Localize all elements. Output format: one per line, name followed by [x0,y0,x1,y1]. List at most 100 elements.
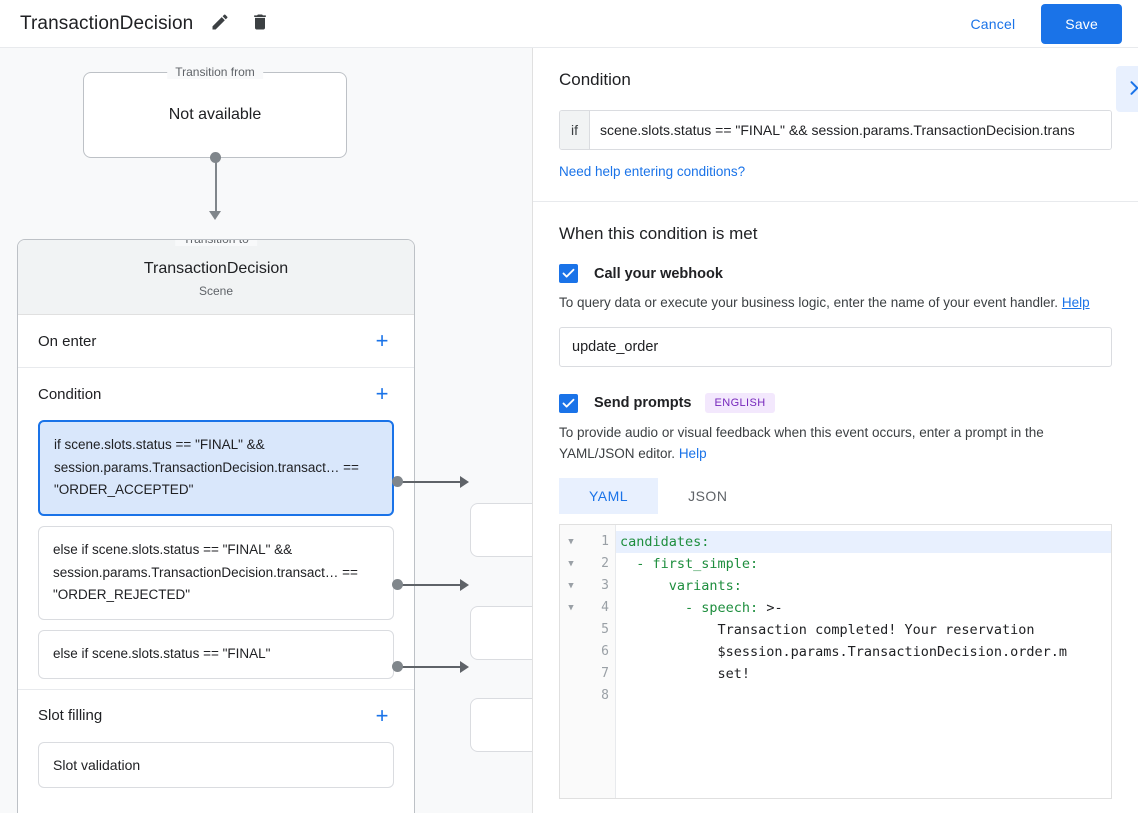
fold-toggle[interactable] [560,619,582,641]
scene-header: TransactionDecision Scene [18,240,414,315]
send-prompts-checkbox[interactable] [559,393,578,413]
section-on-enter: On enter + [18,315,414,368]
pencil-icon [210,12,230,35]
section-title-on-enter: On enter [38,332,97,350]
trash-icon [250,12,270,35]
edge-arrow-condition-2-icon [460,661,469,673]
edge-arrow-condition-1-icon [460,579,469,591]
top-app-bar: TransactionDecision Cancel Save [0,0,1138,48]
if-label: if [560,111,590,149]
add-on-enter-button[interactable]: + [370,329,394,353]
line-number: 2 [601,555,609,571]
code-line[interactable]: set! [620,665,751,682]
fold-toggle[interactable]: ▼ [568,536,574,547]
cancel-button[interactable]: Cancel [959,8,1028,40]
connector-arrow-down-icon [209,211,221,220]
code-line[interactable]: Transaction completed! Your reservation [620,621,1035,638]
tab-json[interactable]: JSON [658,478,757,514]
tab-yaml[interactable]: YAML [559,477,659,514]
delete-button[interactable] [247,11,273,37]
condition-expression-row[interactable]: if [559,110,1112,150]
webhook-handler-input[interactable] [559,327,1112,368]
code-line[interactable]: candidates: [616,530,1111,553]
prompts-help-link[interactable]: Help [678,445,707,461]
editor-format-tabs: YAML JSON [559,477,1112,514]
when-condition-met-block: When this condition is met Call your web… [533,202,1138,813]
scene-name: TransactionDecision [143,260,289,277]
target-card-placeholder[interactable] [470,503,532,557]
section-title-condition: Condition [38,385,102,403]
scene-type-label: Scene [198,284,234,298]
chevron-right-icon [1124,78,1138,101]
transition-to-legend: Transition to [175,240,257,246]
slot-validation-item[interactable]: Slot validation [38,741,394,788]
transition-from-legend: Transition from [167,65,263,79]
code-line[interactable] [616,685,1111,707]
line-number: 1 [601,533,609,549]
fold-toggle[interactable]: ▼ [568,558,574,569]
editor-fold-gutter[interactable]: ▼ ▼ ▼ ▼ [560,524,582,798]
transition-from-card[interactable]: Transition from Not available [83,65,347,158]
webhook-help-sentence: To query data or execute your business l… [559,295,1059,310]
page-title: TransactionDecision [20,12,194,34]
call-webhook-row[interactable]: Call your webhook [559,264,1112,283]
prompts-help-sentence: To provide audio or visual feedback when… [559,425,1044,461]
code-line[interactable]: - speech: >- [620,599,783,616]
code-line[interactable]: - first_simple: [620,555,759,572]
fold-toggle[interactable] [560,685,582,707]
target-card-placeholder[interactable] [470,606,532,660]
line-number: 3 [601,577,609,593]
edge-dot-condition-0 [392,476,403,487]
edge-line-condition-0 [398,481,466,483]
code-line[interactable]: $session.params.TransactionDecision.orde… [620,643,1068,660]
section-title-slot-filling: Slot filling [38,707,103,725]
section-slot-filling: Slot filling + Slot validation [18,690,414,788]
edge-dot-condition-2 [392,661,403,672]
condition-block: Condition if Need help entering conditio… [533,48,1138,202]
save-button[interactable]: Save [1041,3,1122,44]
webhook-help-text: To query data or execute your business l… [559,293,1112,313]
condition-help-link[interactable]: Need help entering conditions? [559,164,746,179]
condition-list-item-0[interactable]: if scene.slots.status == "FINAL" && sess… [38,420,394,517]
condition-list-item-1[interactable]: else if scene.slots.status == "FINAL" &&… [38,526,394,621]
fold-toggle[interactable] [560,663,582,685]
line-number: 6 [601,643,609,659]
line-number: 4 [601,599,609,615]
prompts-help-text: To provide audio or visual feedback when… [559,423,1112,464]
fold-toggle[interactable] [560,641,582,663]
connector-dot-source [210,152,221,163]
connector-line-vertical [215,158,217,213]
edge-line-condition-1 [398,584,466,586]
when-condition-met-heading: When this condition is met [559,224,758,243]
transition-to-card[interactable]: Transition to TransactionDecision Scene … [17,239,415,813]
send-prompts-row[interactable]: Send prompts ENGLISH [559,393,1112,414]
edge-arrow-condition-0-icon [460,476,469,488]
top-bar-actions: Cancel Save [959,3,1122,44]
transition-from-value: Not available [168,106,262,123]
call-webhook-label: Call your webhook [594,265,723,282]
condition-heading: Condition [559,70,631,89]
scene-graph-canvas[interactable]: Transition from Not available Transition… [0,48,532,813]
section-condition: Condition + if scene.slots.status == "FI… [18,368,414,690]
line-number: 5 [601,621,609,637]
language-badge: ENGLISH [705,393,775,414]
edit-name-button[interactable] [207,11,233,37]
fold-toggle[interactable]: ▼ [568,602,574,613]
target-card-placeholder[interactable] [470,698,532,752]
add-condition-button[interactable]: + [370,382,394,406]
condition-list-item-2[interactable]: else if scene.slots.status == "FINAL" [38,630,394,679]
call-webhook-checkbox[interactable] [559,264,578,283]
editor-code-area[interactable]: candidates: - first_simple: variants: - … [616,525,1111,798]
add-slot-filling-button[interactable]: + [370,704,394,728]
collapse-panel-button[interactable] [1116,66,1138,112]
code-line[interactable]: variants: [620,577,742,594]
condition-expression-input[interactable] [590,111,1111,149]
details-panel: Condition if Need help entering conditio… [532,48,1138,813]
send-prompts-label: Send prompts [594,395,692,412]
edge-dot-condition-1 [392,579,403,590]
fold-toggle[interactable]: ▼ [568,580,574,591]
edge-line-condition-2 [398,666,466,668]
webhook-help-link[interactable]: Help [1061,295,1090,310]
